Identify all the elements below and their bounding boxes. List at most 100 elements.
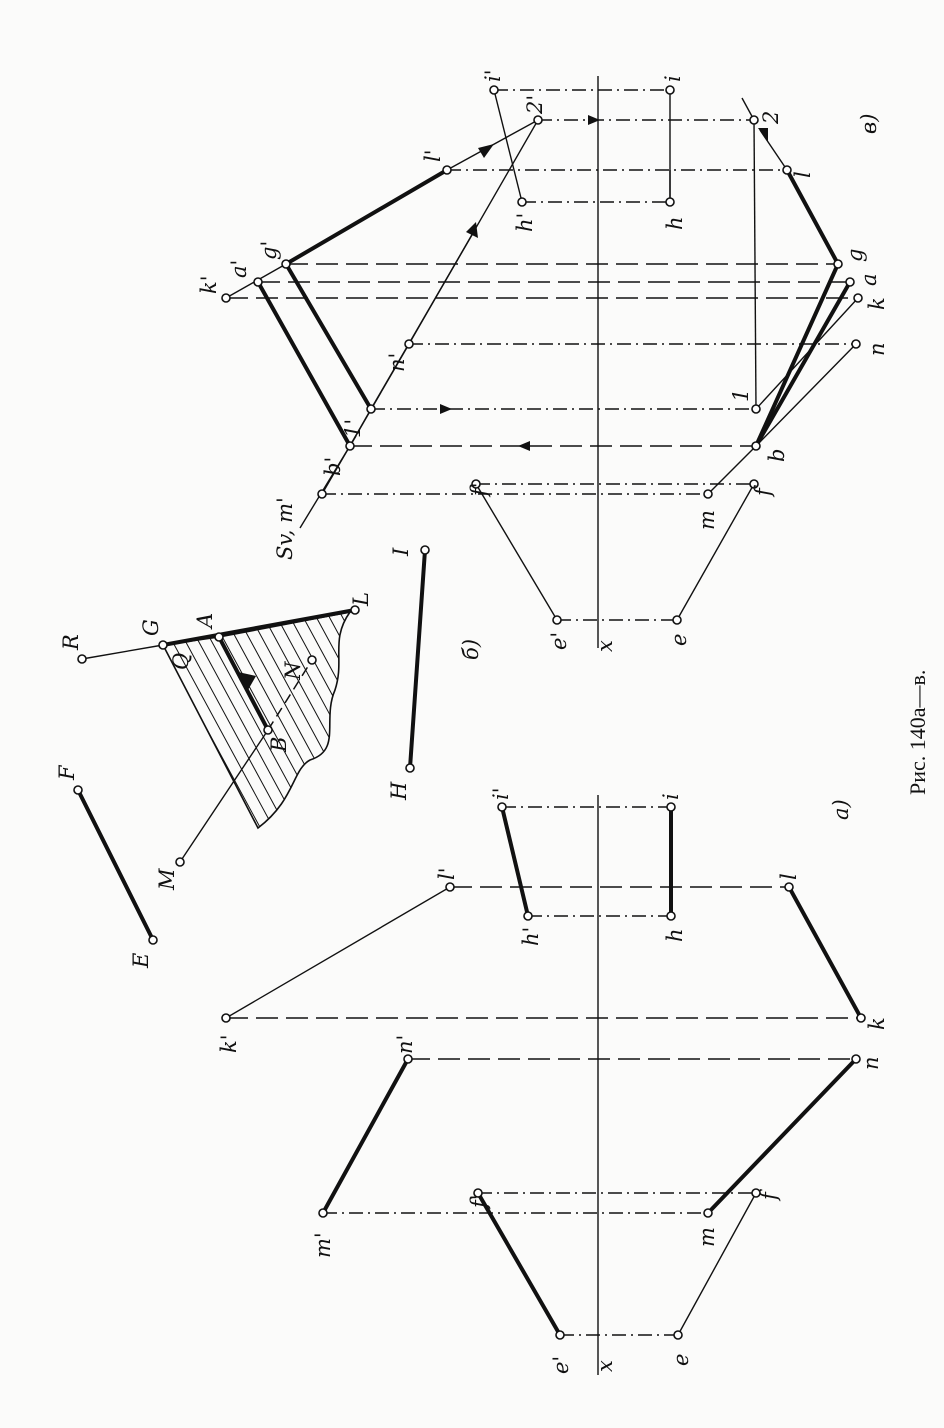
segment-k-l xyxy=(787,885,863,1020)
segment-e1-f1 xyxy=(476,1191,562,1337)
point-i1-v xyxy=(489,85,499,95)
label-h: h xyxy=(663,928,687,942)
point-k1 xyxy=(221,1013,231,1023)
label-a1-v: a' xyxy=(227,260,251,278)
label-1-prime: 1' xyxy=(341,419,365,438)
point-a-v xyxy=(845,277,855,287)
point-E xyxy=(148,935,158,945)
label-f: f xyxy=(757,1189,781,1202)
segment-e-f-space xyxy=(76,788,155,942)
segment-m-b xyxy=(179,729,269,863)
point-f xyxy=(751,1188,761,1198)
point-e1 xyxy=(555,1330,565,1340)
panel-b-label: б) xyxy=(459,639,483,660)
arrow-b xyxy=(518,441,530,451)
label-n1-v: n' xyxy=(385,353,409,372)
point-n1-v xyxy=(404,339,414,349)
point-1-prime xyxy=(366,404,376,414)
label-l: l xyxy=(777,873,801,880)
label-n: n xyxy=(859,1056,883,1070)
point-2 xyxy=(749,115,759,125)
line-b-a xyxy=(754,280,852,448)
point-G xyxy=(158,640,168,650)
segment-e-f xyxy=(677,1192,757,1336)
point-a1-v xyxy=(253,277,263,287)
point-g1-v xyxy=(281,259,291,269)
point-k-v xyxy=(853,293,863,303)
label-l1-v: l' xyxy=(421,150,445,163)
point-k xyxy=(856,1013,866,1023)
point-f1 xyxy=(473,1188,483,1198)
point-F xyxy=(73,785,83,795)
label-i-v: i xyxy=(661,75,685,82)
point-i-v xyxy=(665,85,675,95)
label-i1: i' xyxy=(489,788,513,801)
line-1-2 xyxy=(753,119,757,410)
segment-h1-i1 xyxy=(500,805,530,918)
point-h xyxy=(666,911,676,921)
label-2-prime: 2' xyxy=(523,95,547,115)
point-I xyxy=(420,545,430,555)
label-h-v: h xyxy=(663,216,687,230)
point-h1-v xyxy=(517,197,527,207)
line-1-2-proj xyxy=(370,227,477,410)
label-2: 2 xyxy=(759,111,783,125)
point-e1-v xyxy=(552,615,562,625)
label-M: M xyxy=(155,868,179,891)
segment-h-i-space xyxy=(408,548,427,770)
arrow-b-a xyxy=(238,672,256,690)
segment-m-n xyxy=(706,1057,858,1215)
label-f-v: f xyxy=(751,485,775,498)
label-I: I xyxy=(389,547,413,557)
panel-a: x e' e xyxy=(217,788,889,1375)
point-l1 xyxy=(445,882,455,892)
point-B xyxy=(263,725,273,735)
point-n xyxy=(851,1054,861,1064)
plane-q xyxy=(161,610,352,830)
label-m1: m' xyxy=(311,1232,335,1258)
panel-a-label: а) xyxy=(829,799,853,820)
line-b-n xyxy=(755,343,857,447)
label-h1: h' xyxy=(519,927,543,946)
label-n-v: n xyxy=(865,342,889,356)
label-1: 1 xyxy=(729,389,753,402)
point-i1 xyxy=(497,802,507,812)
line-g1-1 xyxy=(284,262,373,411)
label-e1: e' xyxy=(549,1356,573,1374)
label-h1-v: h' xyxy=(513,213,537,232)
segment-e-f-v xyxy=(676,483,755,621)
point-n1 xyxy=(403,1054,413,1064)
line-b1-1 xyxy=(349,408,372,447)
label-g1-v: g' xyxy=(257,241,281,260)
label-R: R xyxy=(59,634,83,651)
segment-k1-l1 xyxy=(225,886,451,1019)
arrow-1-2 xyxy=(466,222,478,238)
segment-e1-f1-v xyxy=(475,483,558,621)
point-h1 xyxy=(523,911,533,921)
line-a1-b1 xyxy=(256,280,352,448)
point-H xyxy=(405,763,415,773)
label-b1-v: b' xyxy=(321,457,345,476)
point-e xyxy=(673,1330,683,1340)
label-n1: n' xyxy=(393,1035,417,1054)
edge-g-l xyxy=(161,608,357,647)
point-l-v xyxy=(782,165,792,175)
arrow-2 xyxy=(588,115,600,125)
segment-b-n xyxy=(267,659,313,731)
plane-q-hatching xyxy=(163,612,350,828)
label-i1-v: i' xyxy=(481,70,505,83)
label-l-v: l xyxy=(791,171,815,178)
label-a-v: a xyxy=(857,273,881,286)
label-l1: l' xyxy=(435,868,459,881)
label-k-v: k xyxy=(865,297,889,310)
point-A xyxy=(214,632,224,642)
point-f1-v xyxy=(471,479,481,489)
label-k1-v: k' xyxy=(197,276,221,295)
point-R xyxy=(77,654,87,664)
label-F: F xyxy=(55,764,79,781)
point-1 xyxy=(751,404,761,414)
point-g-v xyxy=(833,259,843,269)
point-sv-m1 xyxy=(317,489,327,499)
label-E: E xyxy=(129,953,153,969)
